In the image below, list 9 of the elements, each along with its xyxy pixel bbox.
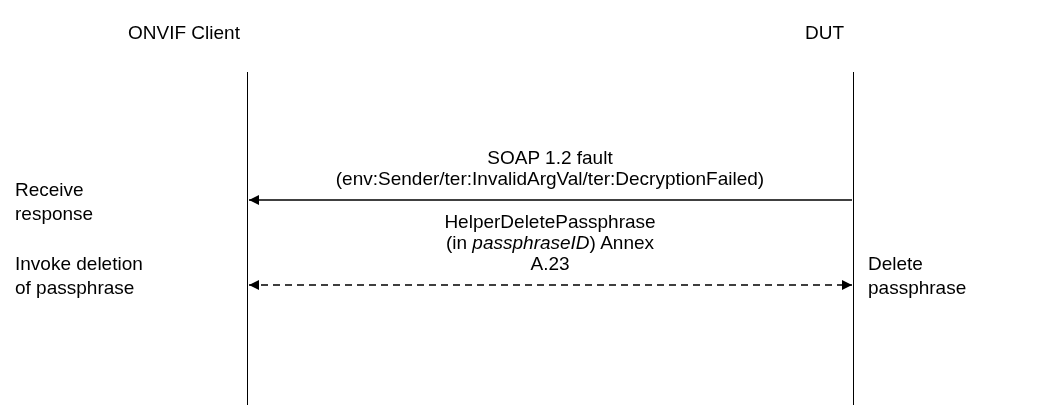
side-note: Delete passphrase: [868, 252, 968, 300]
edge-label: HelperDeletePassphrase (in passphraseID) Annex A.23: [443, 211, 657, 274]
dashed-arrow: [248, 280, 853, 290]
arrow: [248, 195, 853, 205]
side-note: Invoke deletion of passphrase: [15, 252, 144, 300]
participant-name: ONVIF Client: [128, 22, 240, 44]
participant-name: DUT: [805, 22, 845, 44]
side-note: Receive response: [15, 178, 95, 226]
edge-label: SOAP 1.2 fault (env:Sender/ter:InvalidArgVal/ter:DecryptionFailed): [334, 147, 766, 189]
